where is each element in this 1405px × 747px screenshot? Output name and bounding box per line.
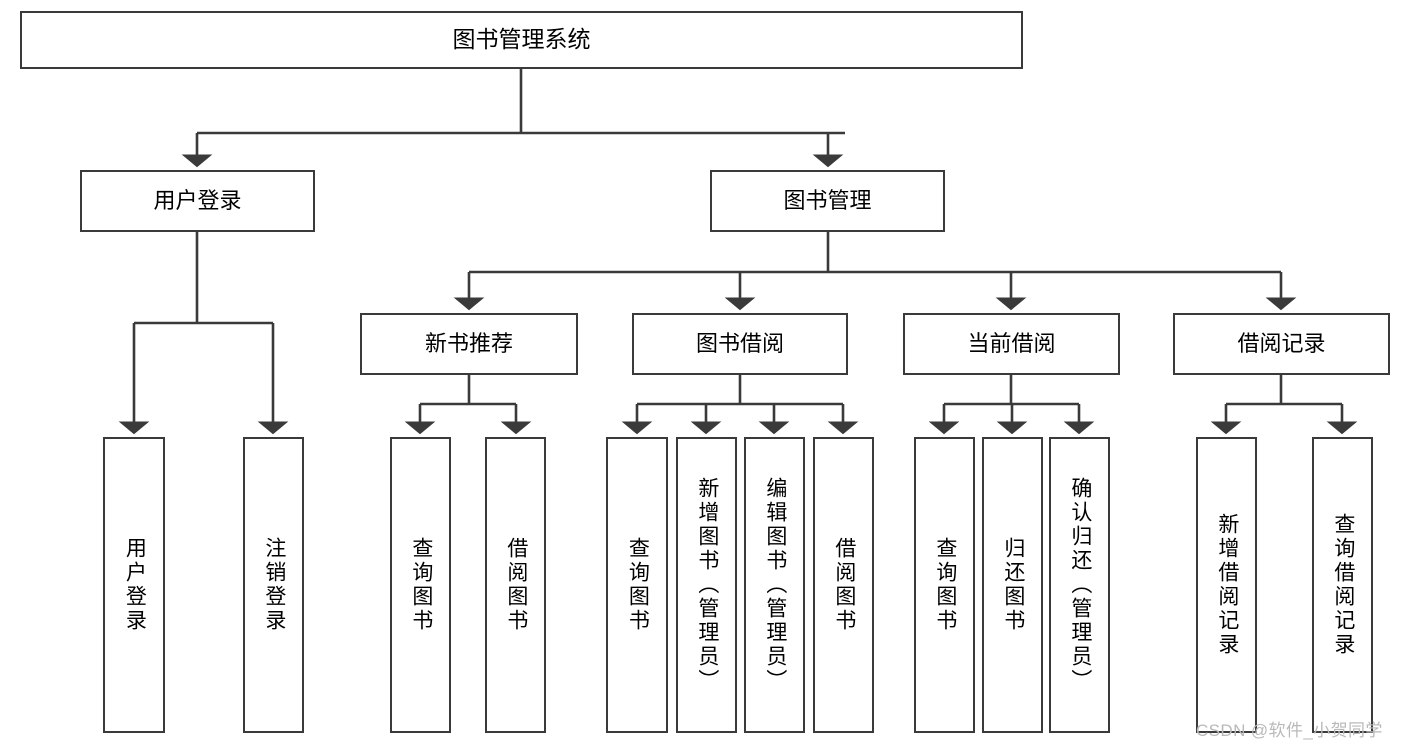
node-book-manage-label: 图书管理 xyxy=(783,188,872,214)
node-leaf-query-book-3-label: 查询图书 xyxy=(933,537,957,633)
node-root-system[interactable]: 图书管理系统 xyxy=(20,11,1023,69)
node-user-login-label: 用户登录 xyxy=(153,188,242,214)
node-leaf-query-book-1[interactable]: 查询图书 xyxy=(390,437,451,733)
node-leaf-return-book[interactable]: 归还图书 xyxy=(982,437,1043,733)
node-leaf-borrow-book-2[interactable]: 借阅图书 xyxy=(813,437,874,733)
csdn-watermark: CSDN @软件_小贺同学 xyxy=(1196,721,1383,740)
node-leaf-confirm-return[interactable]: 确认归还（管理员） xyxy=(1049,437,1110,733)
node-current-borrow-label: 当前借阅 xyxy=(967,331,1056,357)
node-leaf-borrow-book-2-label: 借阅图书 xyxy=(832,537,856,633)
node-book-borrow[interactable]: 图书借阅 xyxy=(632,313,848,375)
node-leaf-user-login-label: 用户登录 xyxy=(123,537,147,633)
node-leaf-user-login[interactable]: 用户登录 xyxy=(103,437,165,733)
node-leaf-edit-book[interactable]: 编辑图书（管理员） xyxy=(744,437,805,733)
node-leaf-add-book[interactable]: 新增图书（管理员） xyxy=(676,437,737,733)
node-leaf-query-book-2-label: 查询图书 xyxy=(626,537,650,633)
node-leaf-query-record-label: 查询借阅记录 xyxy=(1331,513,1355,657)
node-leaf-return-book-label: 归还图书 xyxy=(1001,537,1025,633)
node-current-borrow[interactable]: 当前借阅 xyxy=(903,313,1120,375)
node-leaf-edit-book-label: 编辑图书（管理员） xyxy=(763,477,787,693)
node-leaf-borrow-book-1[interactable]: 借阅图书 xyxy=(485,437,546,733)
node-leaf-query-record[interactable]: 查询借阅记录 xyxy=(1312,437,1373,733)
node-leaf-user-logout[interactable]: 注销登录 xyxy=(243,437,304,733)
node-new-book-recommend[interactable]: 新书推荐 xyxy=(360,313,578,375)
node-leaf-add-record-label: 新增借阅记录 xyxy=(1215,513,1239,657)
node-leaf-query-book-2[interactable]: 查询图书 xyxy=(606,437,668,733)
node-book-manage[interactable]: 图书管理 xyxy=(710,170,945,232)
node-book-borrow-label: 图书借阅 xyxy=(695,331,784,357)
node-leaf-query-book-1-label: 查询图书 xyxy=(409,537,433,633)
node-leaf-user-logout-label: 注销登录 xyxy=(262,537,286,633)
node-leaf-query-book-3[interactable]: 查询图书 xyxy=(914,437,975,733)
node-leaf-add-book-label: 新增图书（管理员） xyxy=(695,477,719,693)
node-leaf-borrow-book-1-label: 借阅图书 xyxy=(504,537,528,633)
node-user-login[interactable]: 用户登录 xyxy=(80,170,315,232)
node-borrow-record[interactable]: 借阅记录 xyxy=(1173,313,1390,375)
node-leaf-add-record[interactable]: 新增借阅记录 xyxy=(1196,437,1257,733)
node-leaf-confirm-return-label: 确认归还（管理员） xyxy=(1068,477,1092,693)
node-borrow-record-label: 借阅记录 xyxy=(1237,331,1326,357)
node-root-label: 图书管理系统 xyxy=(452,26,591,53)
node-new-book-recommend-label: 新书推荐 xyxy=(424,331,513,357)
